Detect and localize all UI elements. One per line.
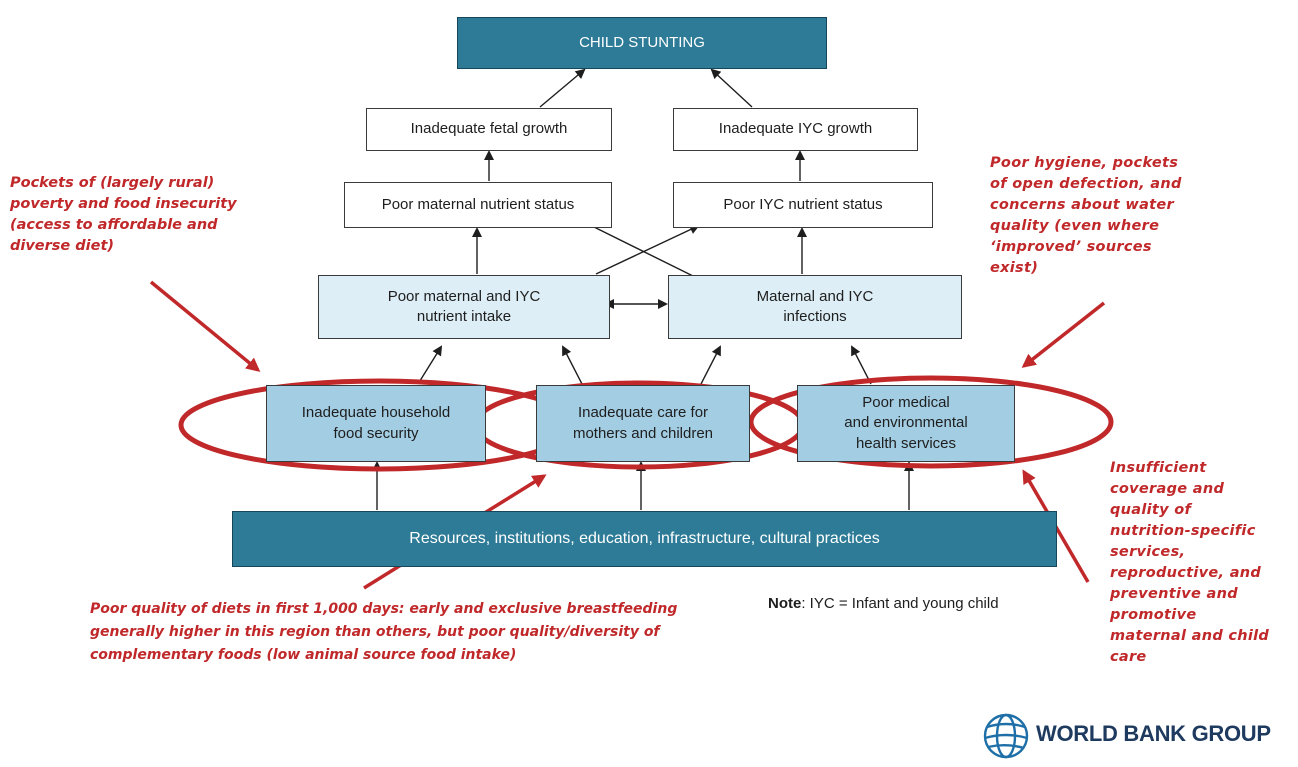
annotation-rural-poverty-line: (access to affordable and [10, 217, 218, 233]
annotation-service-coverage-line: coverage and [1110, 481, 1225, 497]
red-arrow-left [149, 280, 261, 372]
annotation-rural-poverty: Pockets of (largely rural) poverty and f… [10, 173, 237, 257]
annotation-service-coverage-line: reproductive, and [1110, 565, 1262, 581]
arrow-care-to-infections [700, 345, 721, 385]
node-child-stunting-label: CHILD STUNTING [579, 33, 705, 51]
annotation-rural-poverty-line: poverty and food insecurity [10, 196, 237, 212]
annotation-service-coverage-line: care [1110, 649, 1147, 665]
annotation-rural-poverty-line: Pockets of (largely rural) [10, 175, 215, 191]
note-label: Note [768, 595, 802, 612]
annotation-hygiene-line: ‘improved’ sources [990, 239, 1152, 255]
arrow-care-to-intake [562, 345, 583, 385]
node-care-line1: Inadequate care for [577, 404, 709, 422]
node-iyc-nutrient-status: Poor IYC nutrient status [673, 182, 933, 228]
arrow-medical-to-infections [851, 345, 872, 385]
node-household-food-security: Inadequate household food security [266, 385, 486, 462]
annotation-service-coverage-line: quality of [1110, 502, 1192, 518]
arrow-iyc-to-stunting [710, 68, 753, 108]
annotation-hygiene-line: concerns about water [990, 197, 1174, 213]
red-arrow-right [1021, 301, 1106, 368]
node-food-line1: Inadequate household [301, 404, 451, 422]
node-medical-line1: Poor medical [862, 394, 950, 412]
annotation-hygiene-line: Poor hygiene, pockets [990, 155, 1179, 171]
node-nutrient-intake: Poor maternal and IYC nutrient intake [318, 275, 610, 339]
node-fetal-growth: Inadequate fetal growth [366, 108, 612, 151]
annotation-diet-quality-line: generally higher in this region than oth… [90, 624, 660, 640]
node-medical-health-services: Poor medical and environmental health se… [797, 385, 1015, 462]
arrow-fetal-to-stunting [539, 68, 586, 108]
annotation-hygiene-line: quality (even where [990, 218, 1160, 234]
node-medical-line3: health services [855, 434, 957, 452]
annotation-service-coverage-line: services, [1110, 544, 1186, 560]
node-fetal-growth-label: Inadequate fetal growth [410, 120, 568, 138]
annotation-service-coverage-line: promotive [1110, 607, 1197, 623]
annotation-service-coverage: Insufficient coverage and quality of nut… [1110, 458, 1269, 668]
arrow-intake-to-iyc-status [595, 224, 700, 275]
node-care-mothers-children: Inadequate care for mothers and children [536, 385, 750, 462]
annotation-service-coverage-line: preventive and [1110, 586, 1238, 602]
annotation-diet-quality: Poor quality of diets in first 1,000 day… [90, 598, 677, 667]
node-food-line2: food security [333, 424, 419, 442]
node-resources: Resources, institutions, education, infr… [232, 511, 1057, 567]
highlight-ellipse-medical [748, 375, 1114, 469]
diagram-note: Note: IYC = Infant and young child [768, 595, 999, 612]
logo-text: WORLD BANK GROUP [1036, 721, 1271, 746]
line-infections-to-maternal [593, 226, 694, 277]
node-maternal-nutrient-status: Poor maternal nutrient status [344, 182, 612, 228]
arrow-food-to-intake [417, 345, 443, 385]
annotation-rural-poverty-line: diverse diet) [10, 238, 115, 254]
note-text: : IYC = Infant and young child [801, 595, 999, 612]
annotation-diet-quality-line: Poor quality of diets in first 1,000 day… [90, 601, 678, 617]
annotation-hygiene-line: of open defection, and [990, 176, 1182, 192]
annotation-hygiene-line: exist) [990, 260, 1039, 276]
globe-icon [983, 713, 1029, 759]
annotation-diet-quality-line: complementary foods (low animal source f… [90, 647, 517, 663]
node-child-stunting: CHILD STUNTING [457, 17, 827, 69]
node-iyc-growth: Inadequate IYC growth [673, 108, 918, 151]
node-iyc-nutrient-label: Poor IYC nutrient status [723, 195, 883, 213]
node-maternal-nutrient-label: Poor maternal nutrient status [381, 195, 575, 213]
node-nutrient-intake-line2: nutrient intake [416, 308, 512, 325]
annotation-service-coverage-line: Insufficient [1110, 460, 1207, 476]
node-nutrient-intake-line1: Poor maternal and IYC [387, 287, 541, 305]
annotation-service-coverage-line: nutrition-specific [1110, 523, 1256, 539]
node-infections-line1: Maternal and IYC [756, 287, 874, 305]
node-infections: Maternal and IYC infections [668, 275, 962, 339]
node-medical-line2: and environmental [844, 414, 968, 432]
node-resources-label: Resources, institutions, education, infr… [409, 530, 880, 548]
node-infections-line2: infections [783, 308, 847, 325]
node-care-line2: mothers and children [572, 424, 714, 442]
annotation-service-coverage-line: maternal and child [1110, 628, 1270, 644]
annotation-hygiene: Poor hygiene, pockets of open defection,… [990, 153, 1182, 279]
node-iyc-growth-label: Inadequate IYC growth [718, 120, 873, 138]
